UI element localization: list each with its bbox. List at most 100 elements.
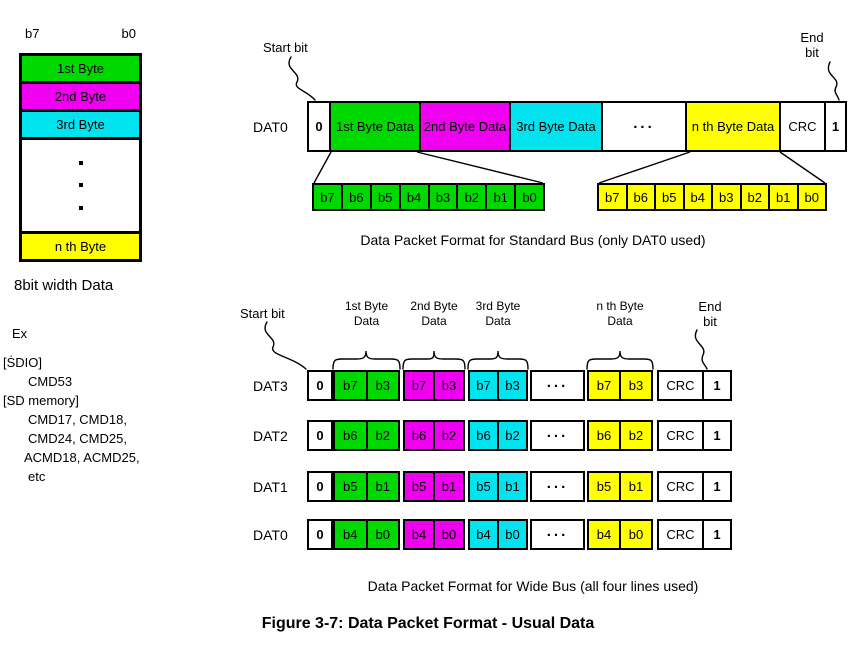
lane-dat2: DAT2 0 b6 b2 b6 b2 b6 b2 ... b6 b2 CRC 1 [253, 420, 732, 451]
byte2-pair: b6 b2 [403, 420, 465, 451]
start-bit-cell: 0 [307, 370, 333, 401]
bit-cell: b6 [628, 185, 656, 209]
crc-cell: CRC [659, 473, 704, 500]
bit-cell: b7 [470, 372, 499, 399]
lane-label-dat1: DAT1 [253, 478, 288, 495]
bit-cell: b2 [505, 428, 520, 443]
crc-end-cells: CRC 1 [657, 420, 732, 451]
wide-bus-caption: Data Packet Format for Wide Bus (all fou… [367, 578, 699, 594]
green-bit-expansion: b7 b6 b5 b4 b3 b2 b1 b0 [312, 183, 545, 211]
standard-bus-caption: Data Packet Format for Standard Bus (onl… [360, 232, 706, 248]
start-bit-label-wide: Start bit [240, 306, 285, 321]
bit-cell: b3 [628, 378, 644, 393]
byte3-pair: b7 b3 [468, 370, 528, 401]
byten-pair: b6 b2 [587, 420, 653, 451]
byte2-pair: b5 b1 [403, 471, 465, 502]
bit-cell: b7 [589, 372, 621, 399]
start-bit-leader-standard [288, 56, 316, 101]
byte3-label-wide: 3rd Byte Data [475, 299, 521, 328]
example-line: [SD memory] [3, 393, 79, 408]
bit-cell: b6 [405, 422, 435, 449]
crc-end-cells: CRC 1 [657, 370, 732, 401]
crc-cell: CRC [659, 521, 704, 548]
ellipsis-dot [78, 183, 83, 188]
byte3-pair: b6 b2 [468, 420, 528, 451]
example-line: CMD17, CMD18, [28, 412, 127, 427]
stack-caption: 8bit width Data [14, 277, 114, 294]
stack-row-1st-byte: 1st Byte [22, 56, 139, 84]
ellipsis-cell: ... [530, 370, 585, 401]
brace-1st-byte [332, 350, 401, 370]
crc-cell: CRC [659, 372, 704, 399]
bit-cell: b4 [685, 185, 713, 209]
bit-cell: b2 [375, 428, 390, 443]
crc-cell: CRC [781, 103, 826, 150]
start-bit-cell: 0 [307, 519, 333, 550]
end-bit-leader-standard [827, 61, 840, 101]
end-bit-cell: 1 [713, 479, 721, 494]
byten-pair: b7 b3 [587, 370, 653, 401]
bit-cell: b4 [405, 521, 435, 548]
start-bit-cell: 0 [307, 420, 333, 451]
byte3-pair: b5 b1 [468, 471, 528, 502]
ellipsis: ... [546, 374, 569, 391]
green-expansion-connector [313, 151, 544, 184]
example-line: CMD53 [28, 374, 73, 389]
ellipsis-dot [78, 205, 83, 210]
example-commands: [ṠDIO] CMD53 [SD memory] CMD17, CMD18, C… [3, 353, 140, 486]
example-line: etc [28, 469, 46, 484]
bit-cell: b1 [628, 479, 644, 494]
bit-cell: b6 [335, 422, 368, 449]
start-bit-cell: 0 [307, 471, 333, 502]
bit-cell: b2 [441, 428, 457, 443]
byten-pair: b5 b1 [587, 471, 653, 502]
ellipsis: ... [633, 115, 655, 132]
crc-cell: CRC [659, 422, 704, 449]
lane-label-dat0: DAT0 [253, 526, 288, 543]
ellipsis-cell: ... [530, 471, 585, 502]
end-bit-label-wide: End bit [698, 299, 722, 329]
ellipsis: ... [546, 424, 569, 441]
bit-cell: b3 [430, 185, 459, 209]
byte2-pair: b4 b0 [403, 519, 465, 550]
start-bit-cell: 0 [309, 103, 331, 150]
byte1-pair: b4 b0 [333, 519, 400, 550]
ellipsis-cell: ... [530, 519, 585, 550]
bit-cell: b7 [599, 185, 628, 209]
stack-bit-labels: b7 b0 [19, 26, 142, 41]
bit-cell: b0 [628, 527, 644, 542]
byte1-cell: 1st Byte Data [331, 103, 421, 150]
bit-cell: b1 [505, 479, 520, 494]
bit-cell: b3 [375, 378, 390, 393]
bit-cell: b1 [770, 185, 799, 209]
bit-cell: b5 [335, 473, 368, 500]
lane-dat1: DAT1 0 b5 b1 b5 b1 b5 b1 ... b5 b1 CRC 1 [253, 471, 732, 502]
bit-cell: b6 [589, 422, 621, 449]
byte2-pair: b7 b3 [403, 370, 465, 401]
crc-end-cells: CRC 1 [657, 519, 732, 550]
ellipsis: ... [546, 523, 569, 540]
bit-cell: b0 [804, 189, 819, 205]
bit-cell: b4 [401, 185, 430, 209]
byte-stack: 1st Byte 2nd Byte 3rd Byte n th Byte [19, 53, 142, 262]
lane-label-dat2: DAT2 [253, 427, 288, 444]
bit-cell: b2 [458, 185, 488, 209]
bit-cell: b0 [505, 527, 520, 542]
byte2-label-wide: 2nd Byte Data [410, 299, 458, 328]
end-bit-cell: 1 [713, 378, 721, 393]
byte2-cell: 2nd Byte Data [421, 103, 511, 150]
byte1-pair: b5 b1 [333, 471, 400, 502]
example-heading: Ex [12, 326, 28, 341]
bit-cell: b5 [589, 473, 621, 500]
byte1-label-wide: 1st Byte Data [344, 299, 389, 328]
bit-cell: b0 [441, 527, 457, 542]
bit-cell: b3 [505, 378, 520, 393]
lane-dat0: DAT0 0 b4 b0 b4 b0 b4 b0 ... b4 b0 CRC 1 [253, 519, 732, 550]
bit-cell: b6 [343, 185, 372, 209]
bit-cell: b5 [470, 473, 499, 500]
end-bit-cell: 1 [713, 428, 721, 443]
bit-cell: b1 [441, 479, 457, 494]
brace-nth-byte [586, 350, 654, 370]
bit-cell: b0 [522, 189, 537, 205]
stack-row-3rd-byte: 3rd Byte [22, 112, 139, 140]
